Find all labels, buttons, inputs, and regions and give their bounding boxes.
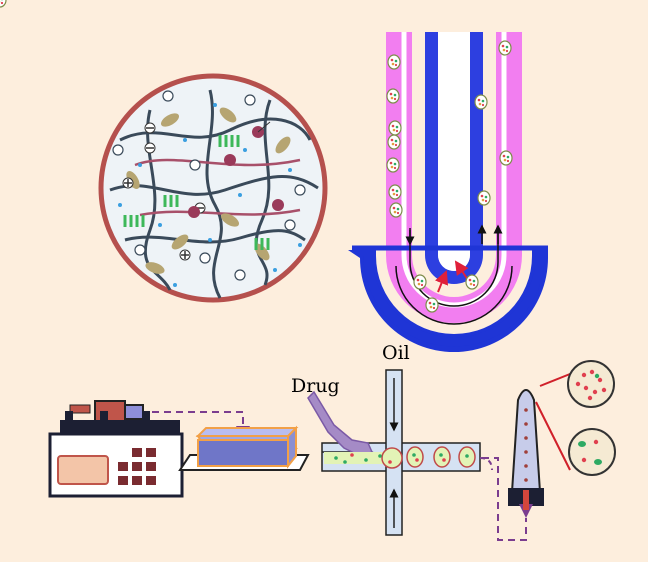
syringe-pump-icon (48, 400, 184, 498)
flow-line (409, 230, 499, 307)
oil-label: Oil (382, 342, 410, 364)
u-tube-diagram (0, 0, 548, 352)
drug-particles (126, 107, 291, 274)
crosslinker-chains (134, 158, 301, 217)
ion-bars (123, 135, 270, 250)
capsule-beads (0, 0, 513, 313)
inner-tube (425, 32, 483, 284)
drug-dots (334, 453, 392, 464)
collection-tube-icon (508, 389, 544, 518)
blue-dots (118, 103, 302, 287)
open-circles (112, 90, 306, 281)
zoom-circle-bottom (568, 428, 616, 476)
microfluidic-chip-icon (178, 425, 310, 471)
droplets (406, 446, 476, 468)
drug-label: Drug (291, 375, 340, 397)
zoom-circle-top (567, 360, 615, 408)
chip-to-tube-path (482, 457, 527, 541)
hydrogel-network-circle (98, 73, 328, 303)
red-arrow (435, 270, 449, 293)
charge-markers (122, 121, 284, 261)
zoom-line-bottom (535, 401, 571, 471)
